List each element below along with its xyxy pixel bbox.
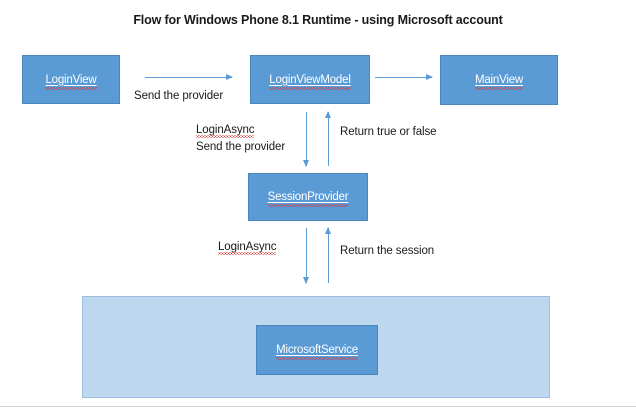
arrowhead-right-icon	[426, 74, 433, 80]
node-sessionprovider-label: SessionProvider	[267, 191, 349, 207]
node-microsoftservice-label: MicrosoftService	[276, 344, 358, 360]
edge-label-loginasync-lower-text: LoginAsync	[218, 241, 277, 255]
node-sessionprovider[interactable]: SessionProvider	[248, 173, 368, 221]
node-loginview-label: LoginView	[45, 73, 97, 90]
page-title: Flow for Windows Phone 8.1 Runtime - usi…	[133, 13, 503, 27]
edge-label-return-the-session: Return the session	[340, 245, 435, 257]
arrow-sessionprovider-to-loginviewmodel	[325, 111, 331, 166]
node-mainview-label: MainView	[474, 74, 524, 90]
edge-label-send-the-provider-middle: Send the provider	[196, 141, 286, 153]
arrowhead-right-icon	[226, 74, 233, 80]
edge-label-return-true-or-false: Return true or false	[340, 126, 437, 138]
arrow-microsoftservice-to-sessionprovider	[325, 227, 331, 283]
edge-label-loginasync-upper: LoginAsync	[196, 124, 255, 138]
arrowhead-up-icon	[325, 111, 331, 118]
arrow-loginview-to-loginviewmodel	[145, 74, 233, 80]
node-loginview[interactable]: LoginView	[22, 55, 120, 104]
page-bottom-divider	[0, 406, 636, 407]
arrow-loginviewmodel-to-mainview	[375, 74, 433, 80]
arrowhead-down-icon	[303, 160, 309, 167]
node-loginviewmodel-label: LoginViewModel	[269, 73, 352, 90]
node-mainview[interactable]: MainView	[440, 55, 558, 105]
edge-label-send-the-provider-top: Send the provider	[134, 90, 224, 102]
node-microsoftservice[interactable]: MicrosoftService	[256, 325, 378, 375]
edge-label-loginasync-upper-text: LoginAsync	[196, 124, 255, 138]
node-loginviewmodel[interactable]: LoginViewModel	[250, 55, 370, 104]
arrowhead-up-icon	[325, 227, 331, 234]
arrow-sessionprovider-to-microsoftservice	[303, 228, 309, 284]
arrow-loginviewmodel-to-sessionprovider	[303, 112, 309, 167]
edge-label-loginasync-lower: LoginAsync	[218, 241, 277, 255]
arrowhead-down-icon	[303, 277, 309, 284]
